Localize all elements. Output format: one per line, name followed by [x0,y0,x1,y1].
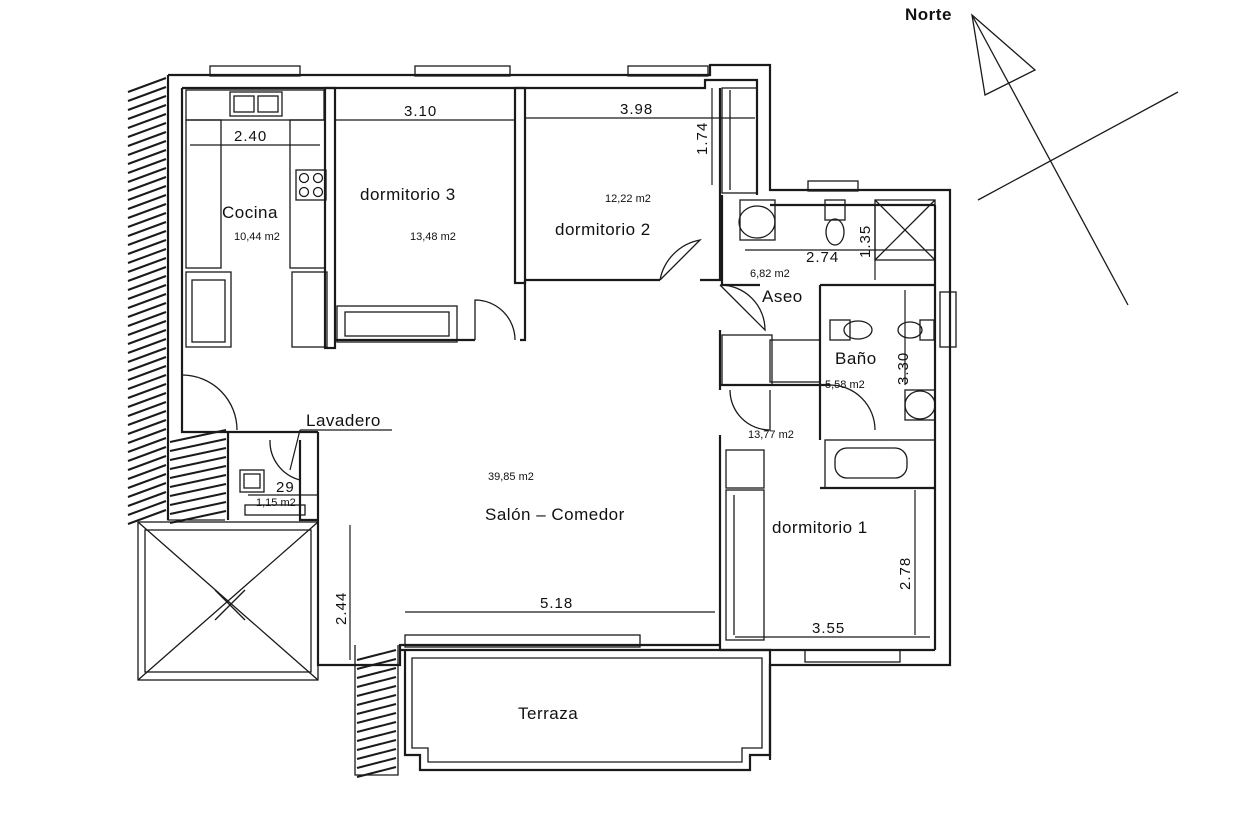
north-arrow [971,13,1179,306]
dim-aseo-width: 2.74 [806,249,839,266]
dim-dorm3-width: 3.10 [404,103,437,120]
dim-dorm1-height: 2.78 [897,557,914,590]
dim-cocina-width: 2.40 [234,128,267,145]
dimension-lines [190,88,935,660]
room-name-dormitorio3: dormitorio 3 [360,185,456,204]
terraza-outline [400,648,772,772]
room-name-terraza: Terraza [518,704,578,723]
door-swings [181,238,876,481]
room-name-lavadero: Lavadero [306,411,381,430]
dim-bano-height: 3.30 [895,352,912,385]
room-name-dormitorio1: dormitorio 1 [772,518,868,537]
dim-dorm2-closet: 1.74 [694,122,711,155]
outer-walls [166,63,957,760]
dim-aseo-height: 1.35 [857,225,874,258]
room-area-cocina: 10,44 m2 [234,231,280,243]
room-name-cocina: Cocina [222,203,278,222]
dim-dorm1-width: 3.55 [812,620,845,637]
room-area-dormitorio2: 12,22 m2 [605,193,651,205]
hatched-exterior-wall [127,75,399,778]
room-name-bano: Baño [835,349,877,368]
room-area-aseo: 6,82 m2 [750,268,790,280]
dim-dorm2-width: 3.98 [620,101,653,118]
room-name-dormitorio2: dormitorio 2 [555,220,651,239]
north-label: Norte [905,5,952,24]
room-area-lavadero: 1,15 m2 [256,497,296,509]
room-name-salon: Salón – Comedor [485,505,625,524]
room-area-bano: 5,58 m2 [825,379,865,391]
dim-salon-width: 5.18 [540,595,573,612]
room-area-dormitorio1: 13,77 m2 [748,429,794,441]
dim-lavadero: 29 [276,479,295,496]
dim-salon-height: 2.44 [333,592,350,625]
interior-walls [137,86,936,681]
room-area-salon: 39,85 m2 [488,471,534,483]
room-area-dormitorio3: 13,48 m2 [410,231,456,243]
room-name-aseo: Aseo [762,287,803,306]
